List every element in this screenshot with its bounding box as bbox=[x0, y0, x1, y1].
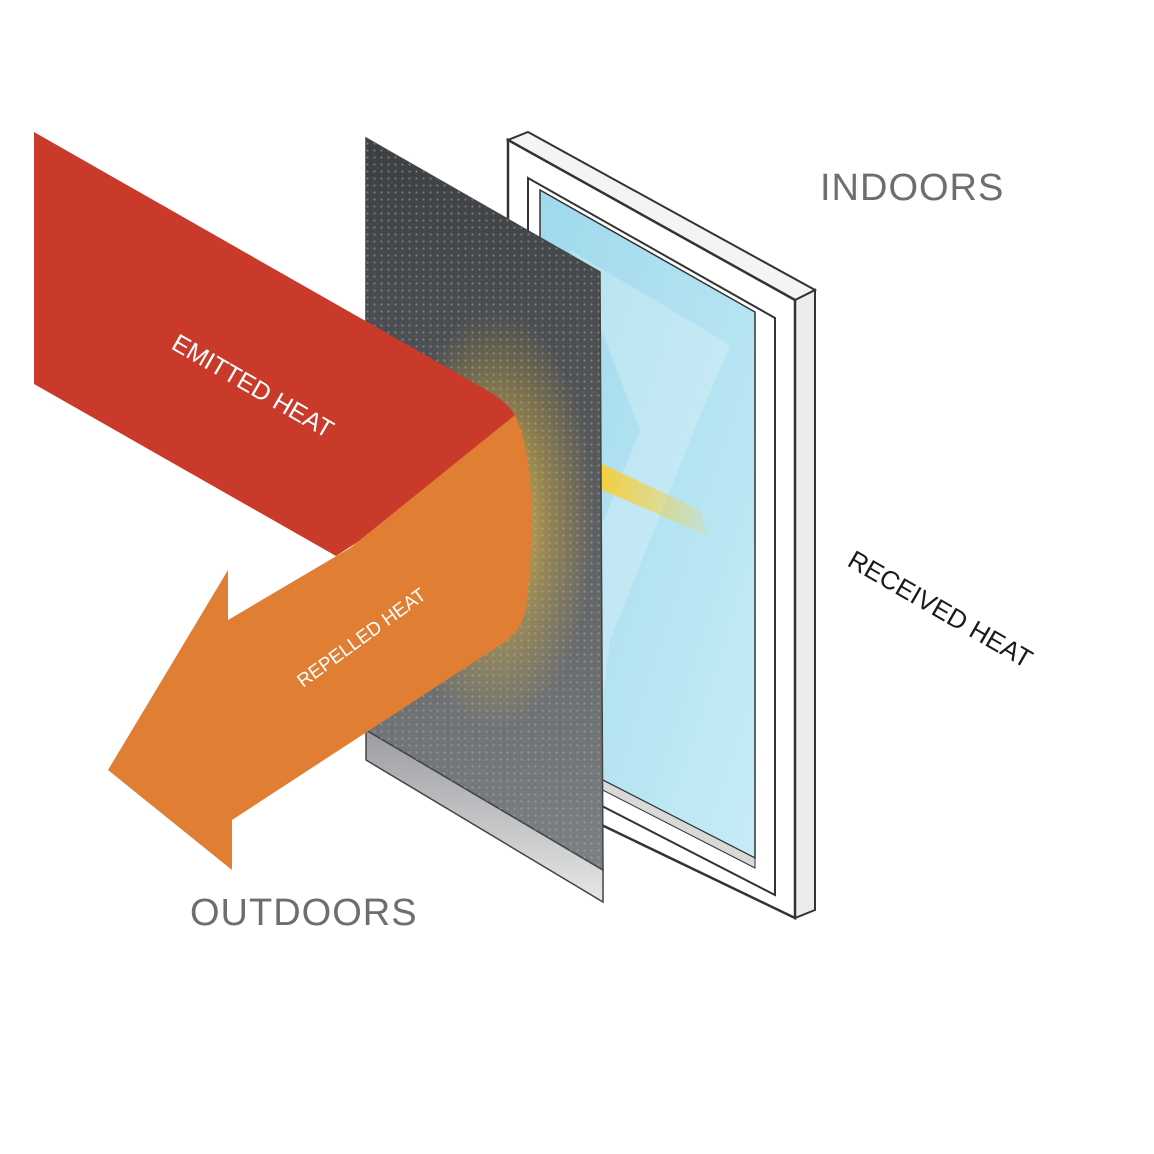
emitted-heat-arrow bbox=[34, 132, 519, 556]
repelled-heat-arrow bbox=[108, 415, 532, 870]
window-frame-side bbox=[794, 288, 816, 920]
received-heat-ray bbox=[598, 462, 708, 536]
received-heat-label: RECEIVED HEAT bbox=[843, 544, 1038, 674]
indoors-label: INDOORS bbox=[820, 167, 1004, 209]
outdoors-label: OUTDOORS bbox=[190, 892, 418, 934]
